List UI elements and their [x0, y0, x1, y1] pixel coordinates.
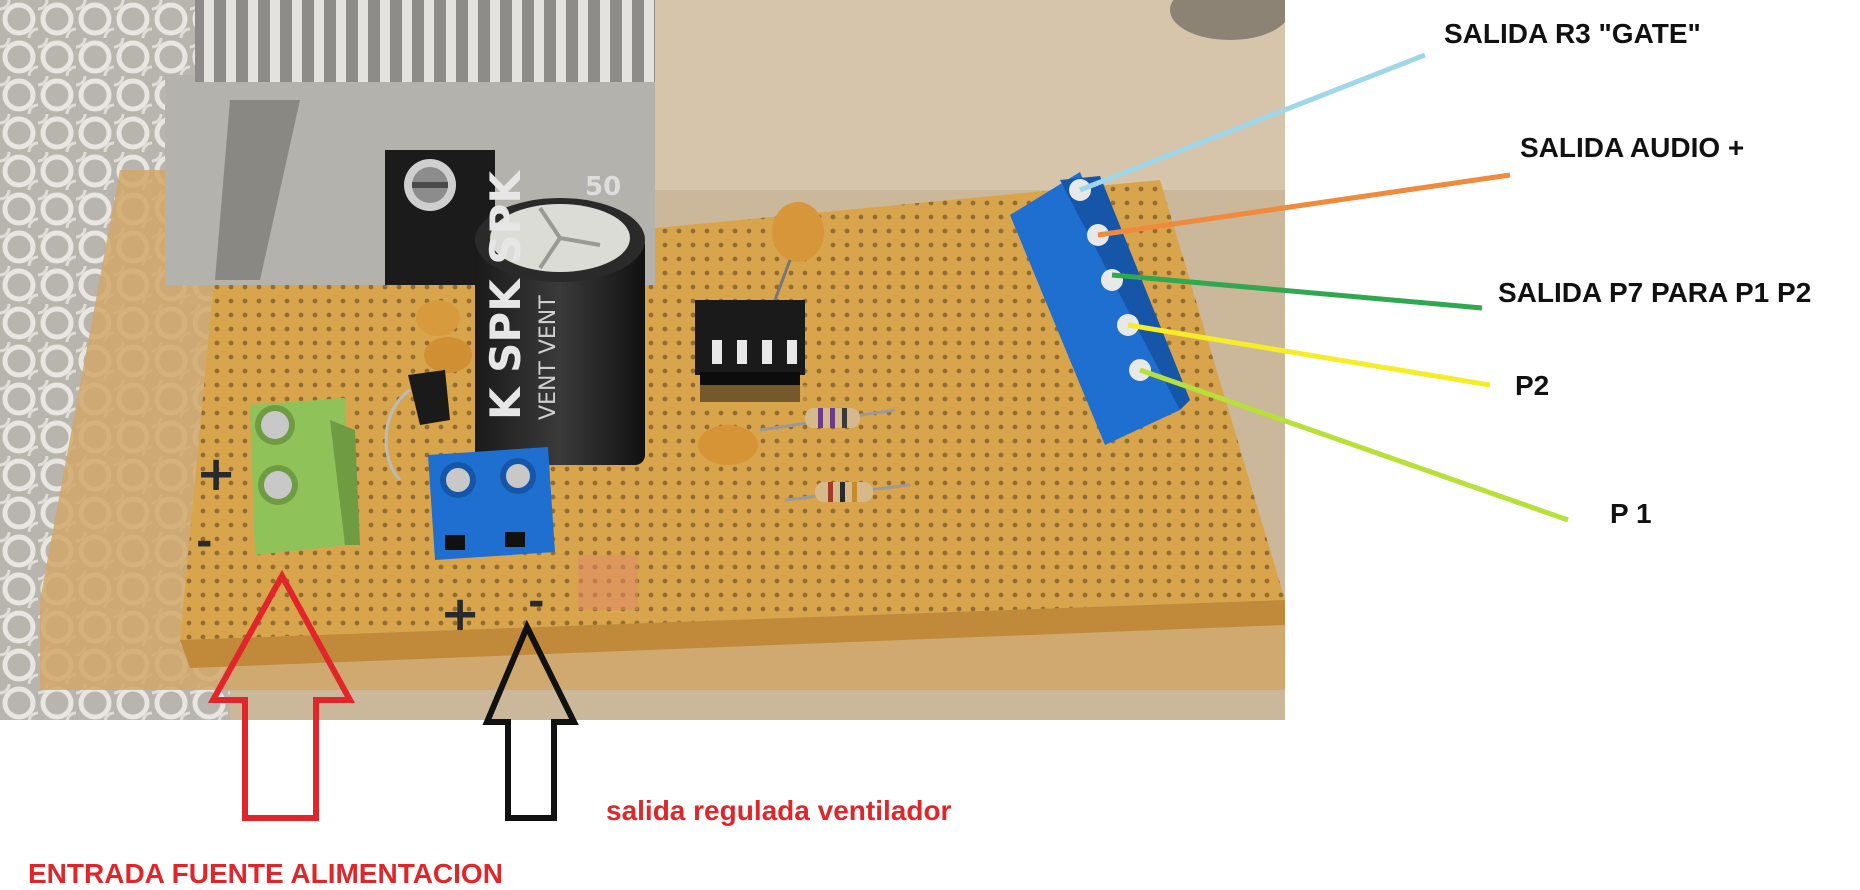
- plus-mark-left: +: [196, 446, 236, 502]
- power-input-arrow: [207, 569, 356, 821]
- label-p1: P 1: [1610, 498, 1652, 529]
- p7-pointer-line: [1111, 272, 1483, 311]
- plus-mark-bottom: +: [440, 586, 480, 642]
- capacitor-label-top: 50: [585, 172, 621, 202]
- audio-pointer-line: [1097, 172, 1511, 238]
- minus-mark-left: -: [196, 519, 213, 565]
- label-power-input: ENTRADA FUENTE ALIMENTACION: [28, 858, 503, 889]
- label-p2: P2: [1515, 370, 1550, 401]
- ic-chip: [695, 300, 810, 405]
- label-p7: SALIDA P7 PARA P1 P2: [1498, 277, 1812, 308]
- fan-terminal-block: + -: [428, 447, 638, 642]
- label-fan-output: salida regulada ventilador: [606, 795, 952, 826]
- capacitor-label-2: VENT VENT: [536, 295, 561, 420]
- p1-pointer-line: [1139, 367, 1569, 523]
- capacitor-label: K SPK SPK: [481, 170, 530, 420]
- circuit-board-photo: 50 K SPK SPK VENT VENT: [0, 0, 1285, 720]
- transistor: [384, 370, 450, 482]
- electrolytic-capacitor: 50 K SPK SPK VENT VENT: [475, 170, 645, 465]
- minus-mark-bottom: -: [528, 579, 545, 625]
- gate-pointer-line: [1079, 52, 1426, 193]
- fan-output-arrow: [482, 619, 579, 821]
- label-audio: SALIDA AUDIO +: [1520, 132, 1745, 163]
- label-gate: SALIDA R3 "GATE": [1444, 18, 1701, 49]
- resistors: [759, 408, 911, 502]
- power-terminal-block: - +: [196, 398, 360, 565]
- ceramic-capacitors: [416, 202, 824, 465]
- p2-pointer-line: [1127, 322, 1491, 388]
